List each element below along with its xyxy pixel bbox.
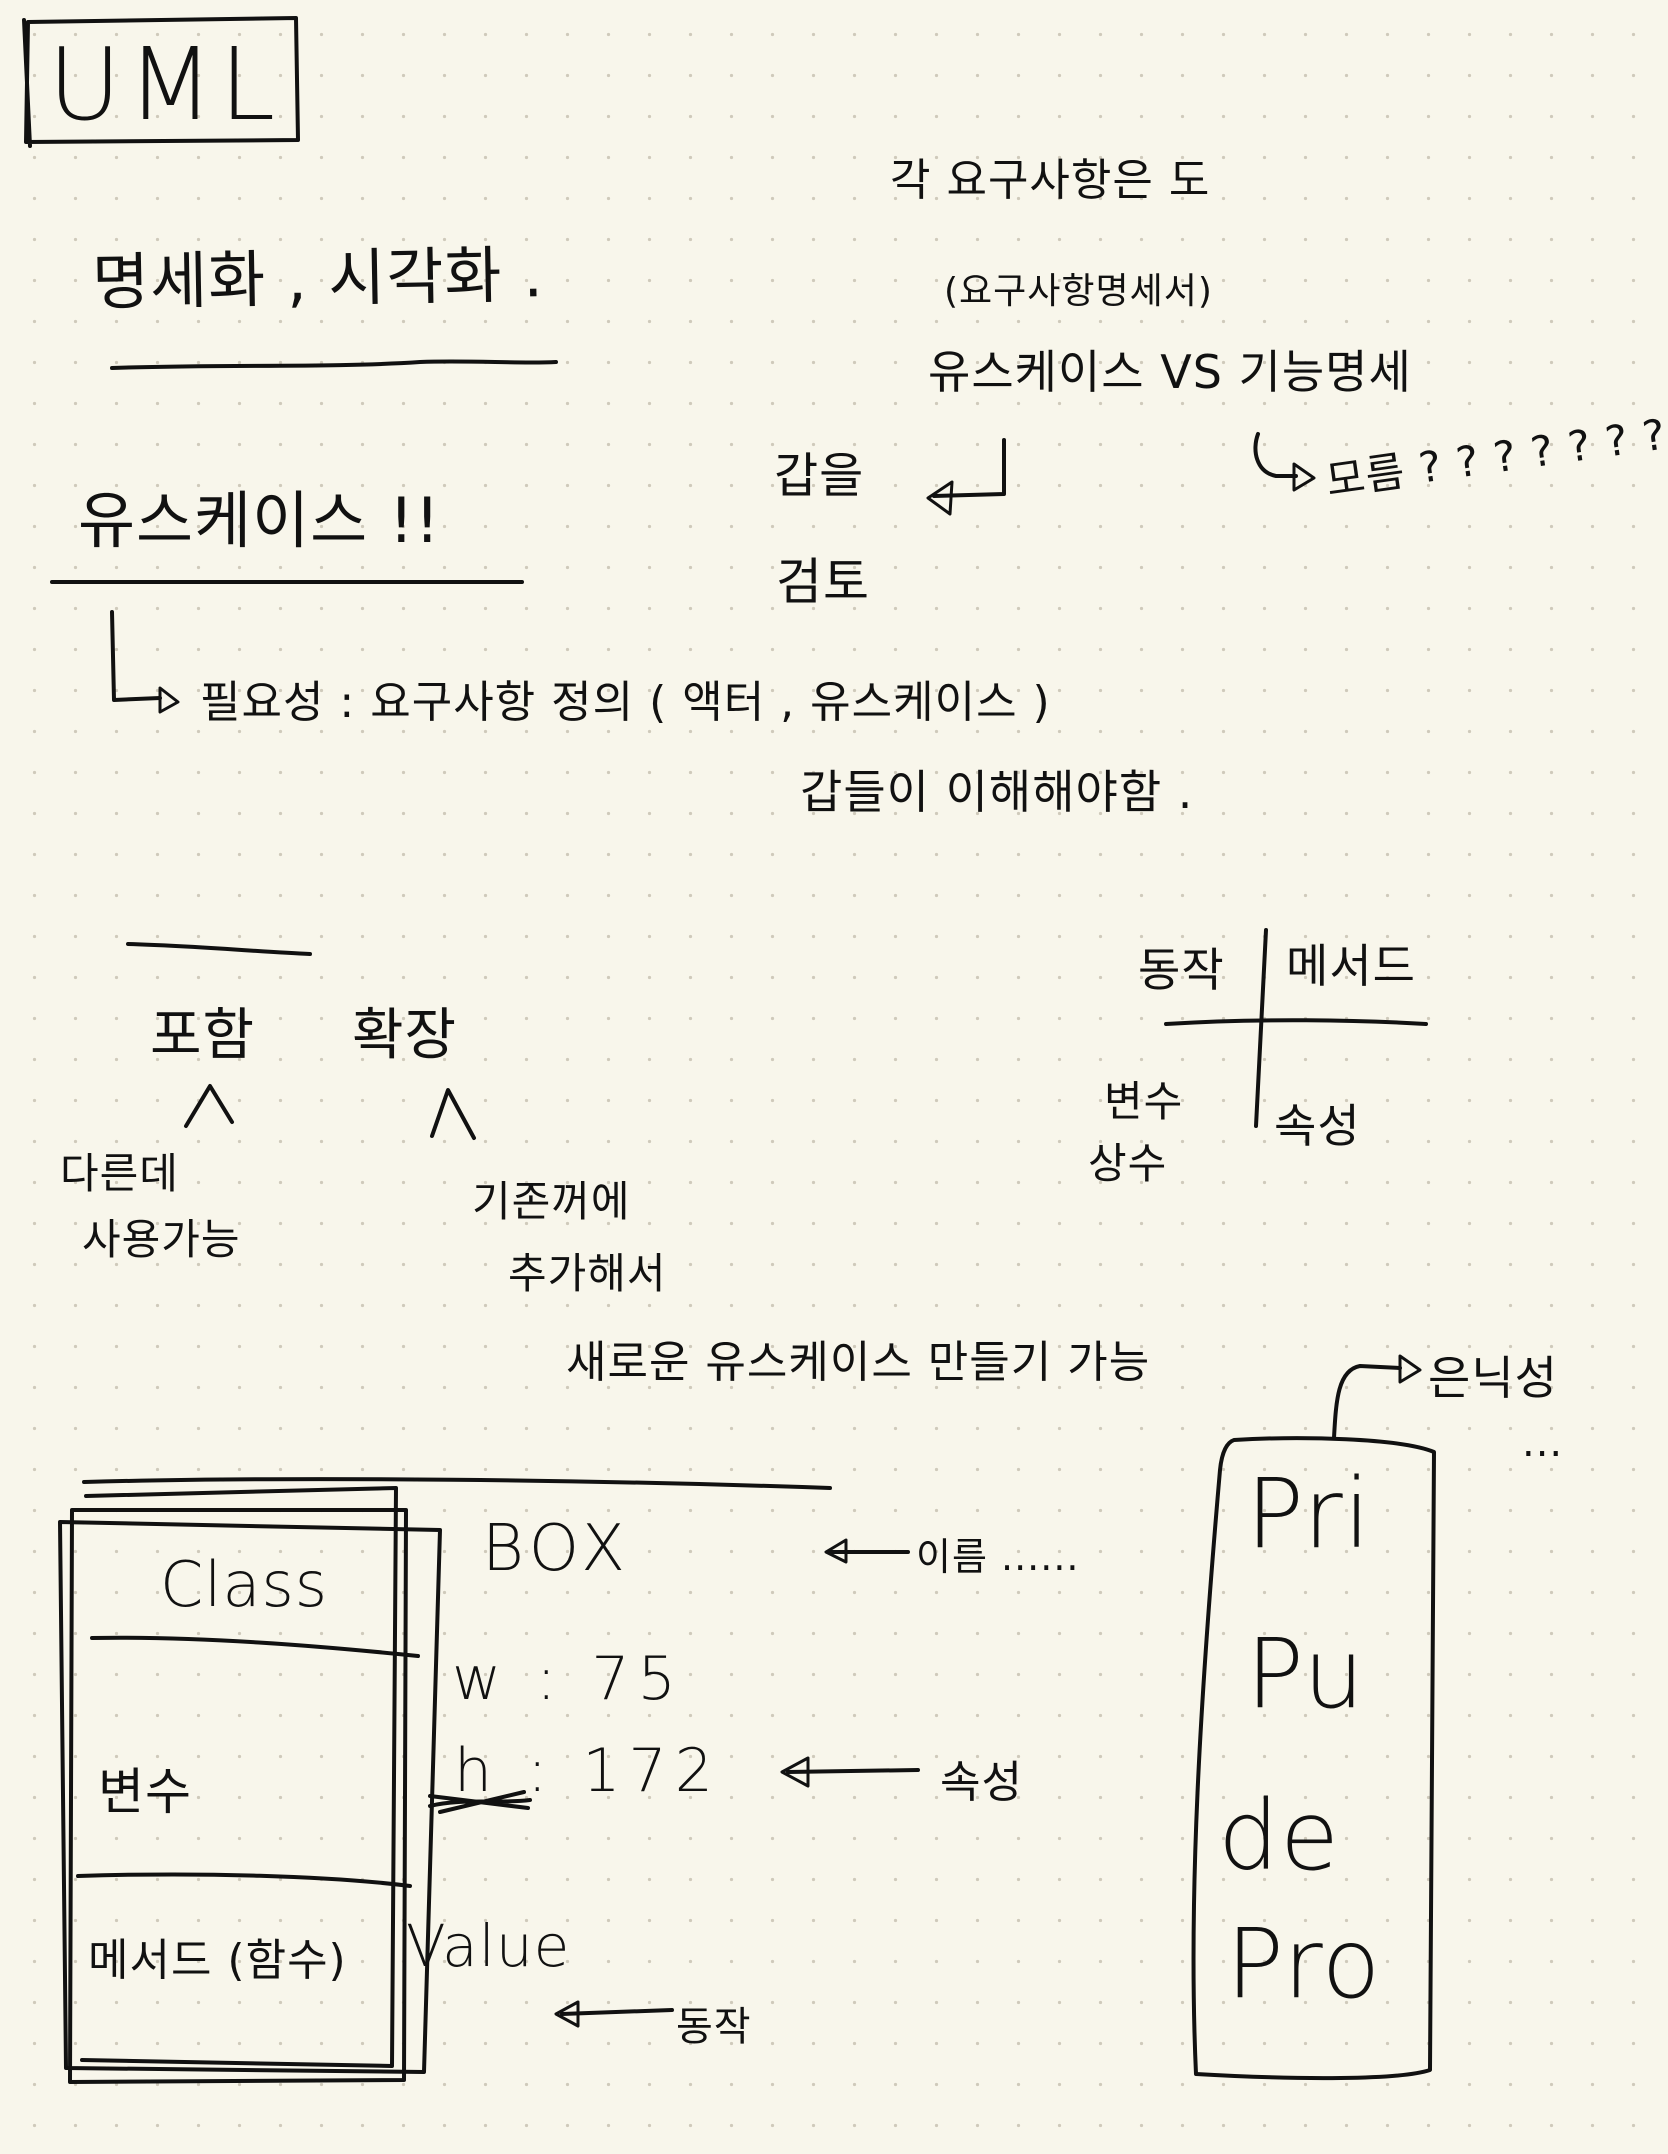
include-caret <box>184 1084 234 1128</box>
quadrant-bottom-left-2: 상수 <box>1088 1139 1168 1188</box>
include-note-2: 사용가능 <box>82 1215 241 1264</box>
req-spec-text: (요구사항명세서) <box>944 271 1213 312</box>
method-label: 메서드 (함수) <box>88 1935 347 1986</box>
attr-arrowhead <box>780 1756 810 1788</box>
include-label: 포함 <box>150 1003 256 1068</box>
class-box-top-line <box>82 1477 832 1490</box>
access-item-default: de <box>1218 1780 1340 1892</box>
access-box <box>1191 1436 1436 2081</box>
quadrant-horizontal <box>1164 1018 1428 1026</box>
access-label: 은닉성 <box>1428 1351 1558 1405</box>
name-arrowhead <box>824 1538 848 1564</box>
class-box-div-2 <box>76 1872 412 1888</box>
page-title: UML <box>48 26 282 143</box>
extend-label: 확장 <box>352 1003 458 1068</box>
unknown-arrow <box>1253 432 1298 478</box>
name-note: 이름 ...... <box>916 1535 1080 1579</box>
access-item-protected: Pro <box>1226 1908 1382 2020</box>
necessity-arrow <box>110 610 162 702</box>
access-arrowhead <box>1398 1354 1422 1384</box>
access-item-public: Pu <box>1246 1618 1366 1730</box>
field-label: 변수 <box>98 1763 192 1821</box>
attr-note: 속성 <box>940 1757 1023 1808</box>
quadrant-top-right: 메서드 <box>1286 939 1416 993</box>
action-note: 동작 <box>676 2004 752 2050</box>
extend-note-3: 새로운 유스케이스 만들기 가능 <box>566 1337 1151 1388</box>
quadrant-top-left: 동작 <box>1138 943 1225 997</box>
review-text-1: 갑을 <box>774 448 865 504</box>
relation-line <box>126 942 312 956</box>
quadrant-bottom-right: 속성 <box>1274 1099 1361 1153</box>
class-box-outline-3 <box>80 1486 398 2068</box>
extend-caret <box>430 1088 476 1140</box>
title-box <box>22 16 300 148</box>
extend-note-2: 추가해서 <box>508 1249 667 1298</box>
class-box-outline-1 <box>68 1508 408 2084</box>
necessity-arrowhead <box>158 686 180 714</box>
attr-arrow <box>786 1768 920 1774</box>
class-box-div-1 <box>90 1635 420 1658</box>
heading-underline <box>110 359 558 370</box>
quadrant-bottom-left-1: 변수 <box>1104 1077 1184 1126</box>
access-connector <box>1332 1364 1402 1440</box>
method-value: Value <box>406 1912 571 1980</box>
each-req-text: 각 요구사항은 도 <box>890 155 1211 206</box>
extend-note-1: 기존꺼에 <box>472 1177 631 1226</box>
usecase-vs-text: 유스케이스 VS 기능명세 <box>928 345 1412 399</box>
necessity-text: 필요성 : 요구사항 정의 ( 액터 , 유스케이스 ) <box>200 677 1051 728</box>
field-2: h : 172 <box>454 1736 721 1806</box>
scribble <box>428 1790 532 1814</box>
class-label: Class <box>160 1548 329 1621</box>
review-text-2: 검토 <box>776 553 870 611</box>
quadrant-vertical <box>1254 928 1268 1128</box>
include-note-1: 다른데 <box>60 1149 179 1198</box>
usecase-title: 유스케이스 !! <box>78 484 441 557</box>
heading-text: 명세화 , 시각화 . <box>91 238 545 319</box>
action-arrow <box>560 2008 674 2016</box>
class-box-outline-2 <box>58 1520 442 2074</box>
review-arrow <box>932 438 1006 498</box>
access-item-private: Pri <box>1246 1458 1372 1570</box>
review-arrowhead <box>926 480 954 516</box>
field-1: w : 75 <box>452 1644 684 1714</box>
understand-text: 갑들이 이해해야함 . <box>800 765 1194 819</box>
action-arrowhead <box>554 2000 580 2028</box>
access-dots: ... <box>1522 1420 1564 1466</box>
unknown-arrowhead <box>1292 462 1316 492</box>
class-name: BOX <box>482 1512 631 1586</box>
